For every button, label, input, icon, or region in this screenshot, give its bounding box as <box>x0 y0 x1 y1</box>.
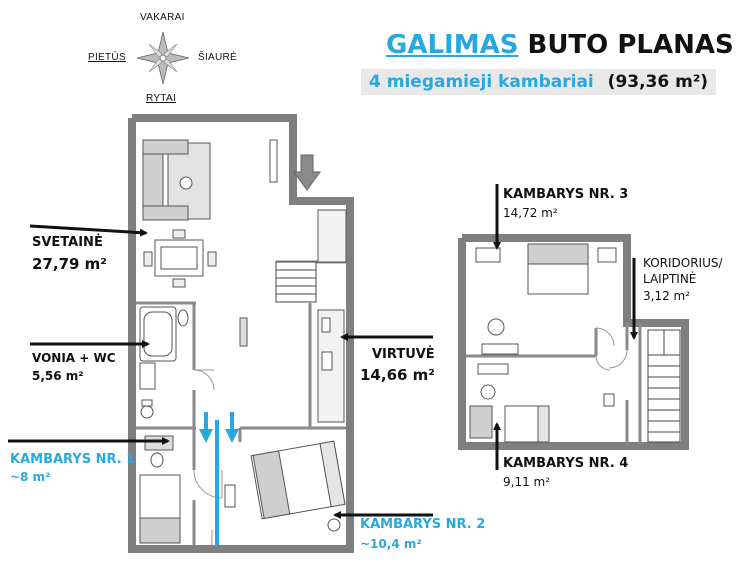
compass-rose-icon <box>136 31 190 85</box>
main-floor-plan <box>128 114 354 553</box>
living-room-area: 27,79 m² <box>32 255 107 273</box>
title-accent: GALIMAS <box>386 30 519 60</box>
subtitle: 4 miegamieji kambariai (93,36 m²) <box>361 69 717 95</box>
compass-east-label: ŠIAURĖ <box>198 52 238 63</box>
main-stairs <box>275 261 317 303</box>
entrance-arrow-icon <box>293 154 321 191</box>
bedroom1-label: KAMBARYS NR. 1 <box>10 452 136 467</box>
bathroom-label: VONIA + WC <box>32 351 116 365</box>
corridor-label-line2: LAIPTINĖ <box>643 272 697 286</box>
compass-north-label: VAKARAI <box>140 12 185 23</box>
title-rest: BUTO PLANAS <box>527 30 734 60</box>
kitchen-area: 14,66 m² <box>360 366 435 384</box>
subtitle-rooms: 4 miegamieji kambariai <box>369 72 594 92</box>
bathroom-area: 5,56 m² <box>32 369 84 383</box>
subtitle-area: (93,36 m²) <box>607 72 709 92</box>
compass-south-label: RYTAI <box>146 93 177 104</box>
bedroom3-label: KAMBARYS NR. 3 <box>503 187 629 202</box>
bedroom2-area: ~10,4 m² <box>360 537 422 551</box>
upper-floor-plan <box>458 234 689 450</box>
page-title: GALIMAS BUTO PLANAS <box>386 30 734 60</box>
blue-arrows <box>199 412 239 545</box>
bedroom4-area: 9,11 m² <box>503 475 551 489</box>
compass-west-label: PIETŪS <box>88 52 126 63</box>
pointer-arrows <box>8 184 638 519</box>
bedroom4-label: KAMBARYS NR. 4 <box>503 456 629 471</box>
upper-stairs <box>647 329 681 443</box>
bedroom3-area: 14,72 m² <box>503 206 558 220</box>
living-room-label: SVETAINĖ <box>32 235 103 250</box>
corridor-area: 3,12 m² <box>643 289 691 303</box>
kitchen-label: VIRTUVĖ <box>372 347 435 362</box>
bedroom1-area: ~8 m² <box>10 470 51 484</box>
corridor-label-line1: KORIDORIUS/ <box>643 256 723 270</box>
bedroom2-label: KAMBARYS NR. 2 <box>360 517 486 532</box>
